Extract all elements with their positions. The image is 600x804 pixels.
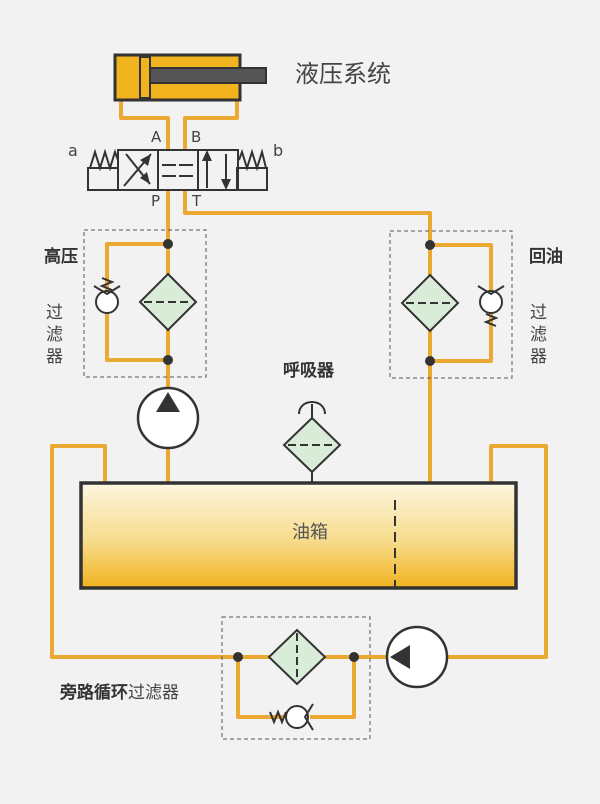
return-filter-bold: 回油 (529, 246, 563, 267)
bypass-check-valve (269, 703, 314, 731)
return-filter-line3: 器 (530, 347, 547, 367)
hp-check-valve (93, 277, 121, 314)
breather-label: 呼吸器 (283, 361, 335, 381)
bypass-left (50, 444, 238, 659)
directional-valve (87, 148, 268, 191)
bypass-filter-label: 旁路循环过滤器 (59, 682, 179, 703)
bypass-right (448, 444, 548, 659)
return-filter (389, 230, 513, 379)
line-b (183, 100, 239, 150)
hp-filter-line1: 过 (46, 303, 63, 323)
return-check-valve (477, 285, 505, 327)
side-a-label: a (68, 141, 78, 160)
oil-tank (79, 481, 518, 590)
hp-filter-frame (83, 229, 207, 378)
return-filter-line2: 滤 (530, 325, 547, 345)
valve-arrowheads (140, 150, 231, 190)
line-t (183, 190, 432, 245)
port-a-label: A (151, 128, 162, 146)
hp-filter-line2: 滤 (46, 325, 63, 345)
port-t-label: T (191, 192, 202, 210)
side-b-label: b (273, 141, 283, 160)
bypass-pump (385, 625, 449, 689)
main-pump (136, 386, 200, 450)
tank-label: 油箱 (292, 522, 328, 543)
bypass-filter-rest: 过滤器 (128, 683, 179, 703)
oil-lines (50, 100, 548, 719)
bypass-filter-bold: 旁路循环 (59, 682, 128, 703)
hp-filter-title: 高压 (44, 246, 78, 267)
return-filter-line1: 过 (530, 303, 547, 323)
high-pressure-filter (83, 229, 207, 378)
return-filter-frame (389, 230, 513, 379)
hydraulic-cylinder (113, 53, 267, 102)
hp-filter-bold: 高压 (44, 246, 78, 267)
hp-filter-line3: 器 (46, 347, 63, 367)
bypass-filter-frame (221, 616, 371, 740)
breather (282, 401, 342, 482)
return-filter-title: 回油 (529, 246, 563, 267)
port-b-label: B (191, 128, 201, 146)
port-p-label: P (151, 192, 160, 210)
line-a (119, 100, 170, 150)
title: 液压系统 (295, 60, 391, 88)
bypass-filter (221, 616, 371, 740)
